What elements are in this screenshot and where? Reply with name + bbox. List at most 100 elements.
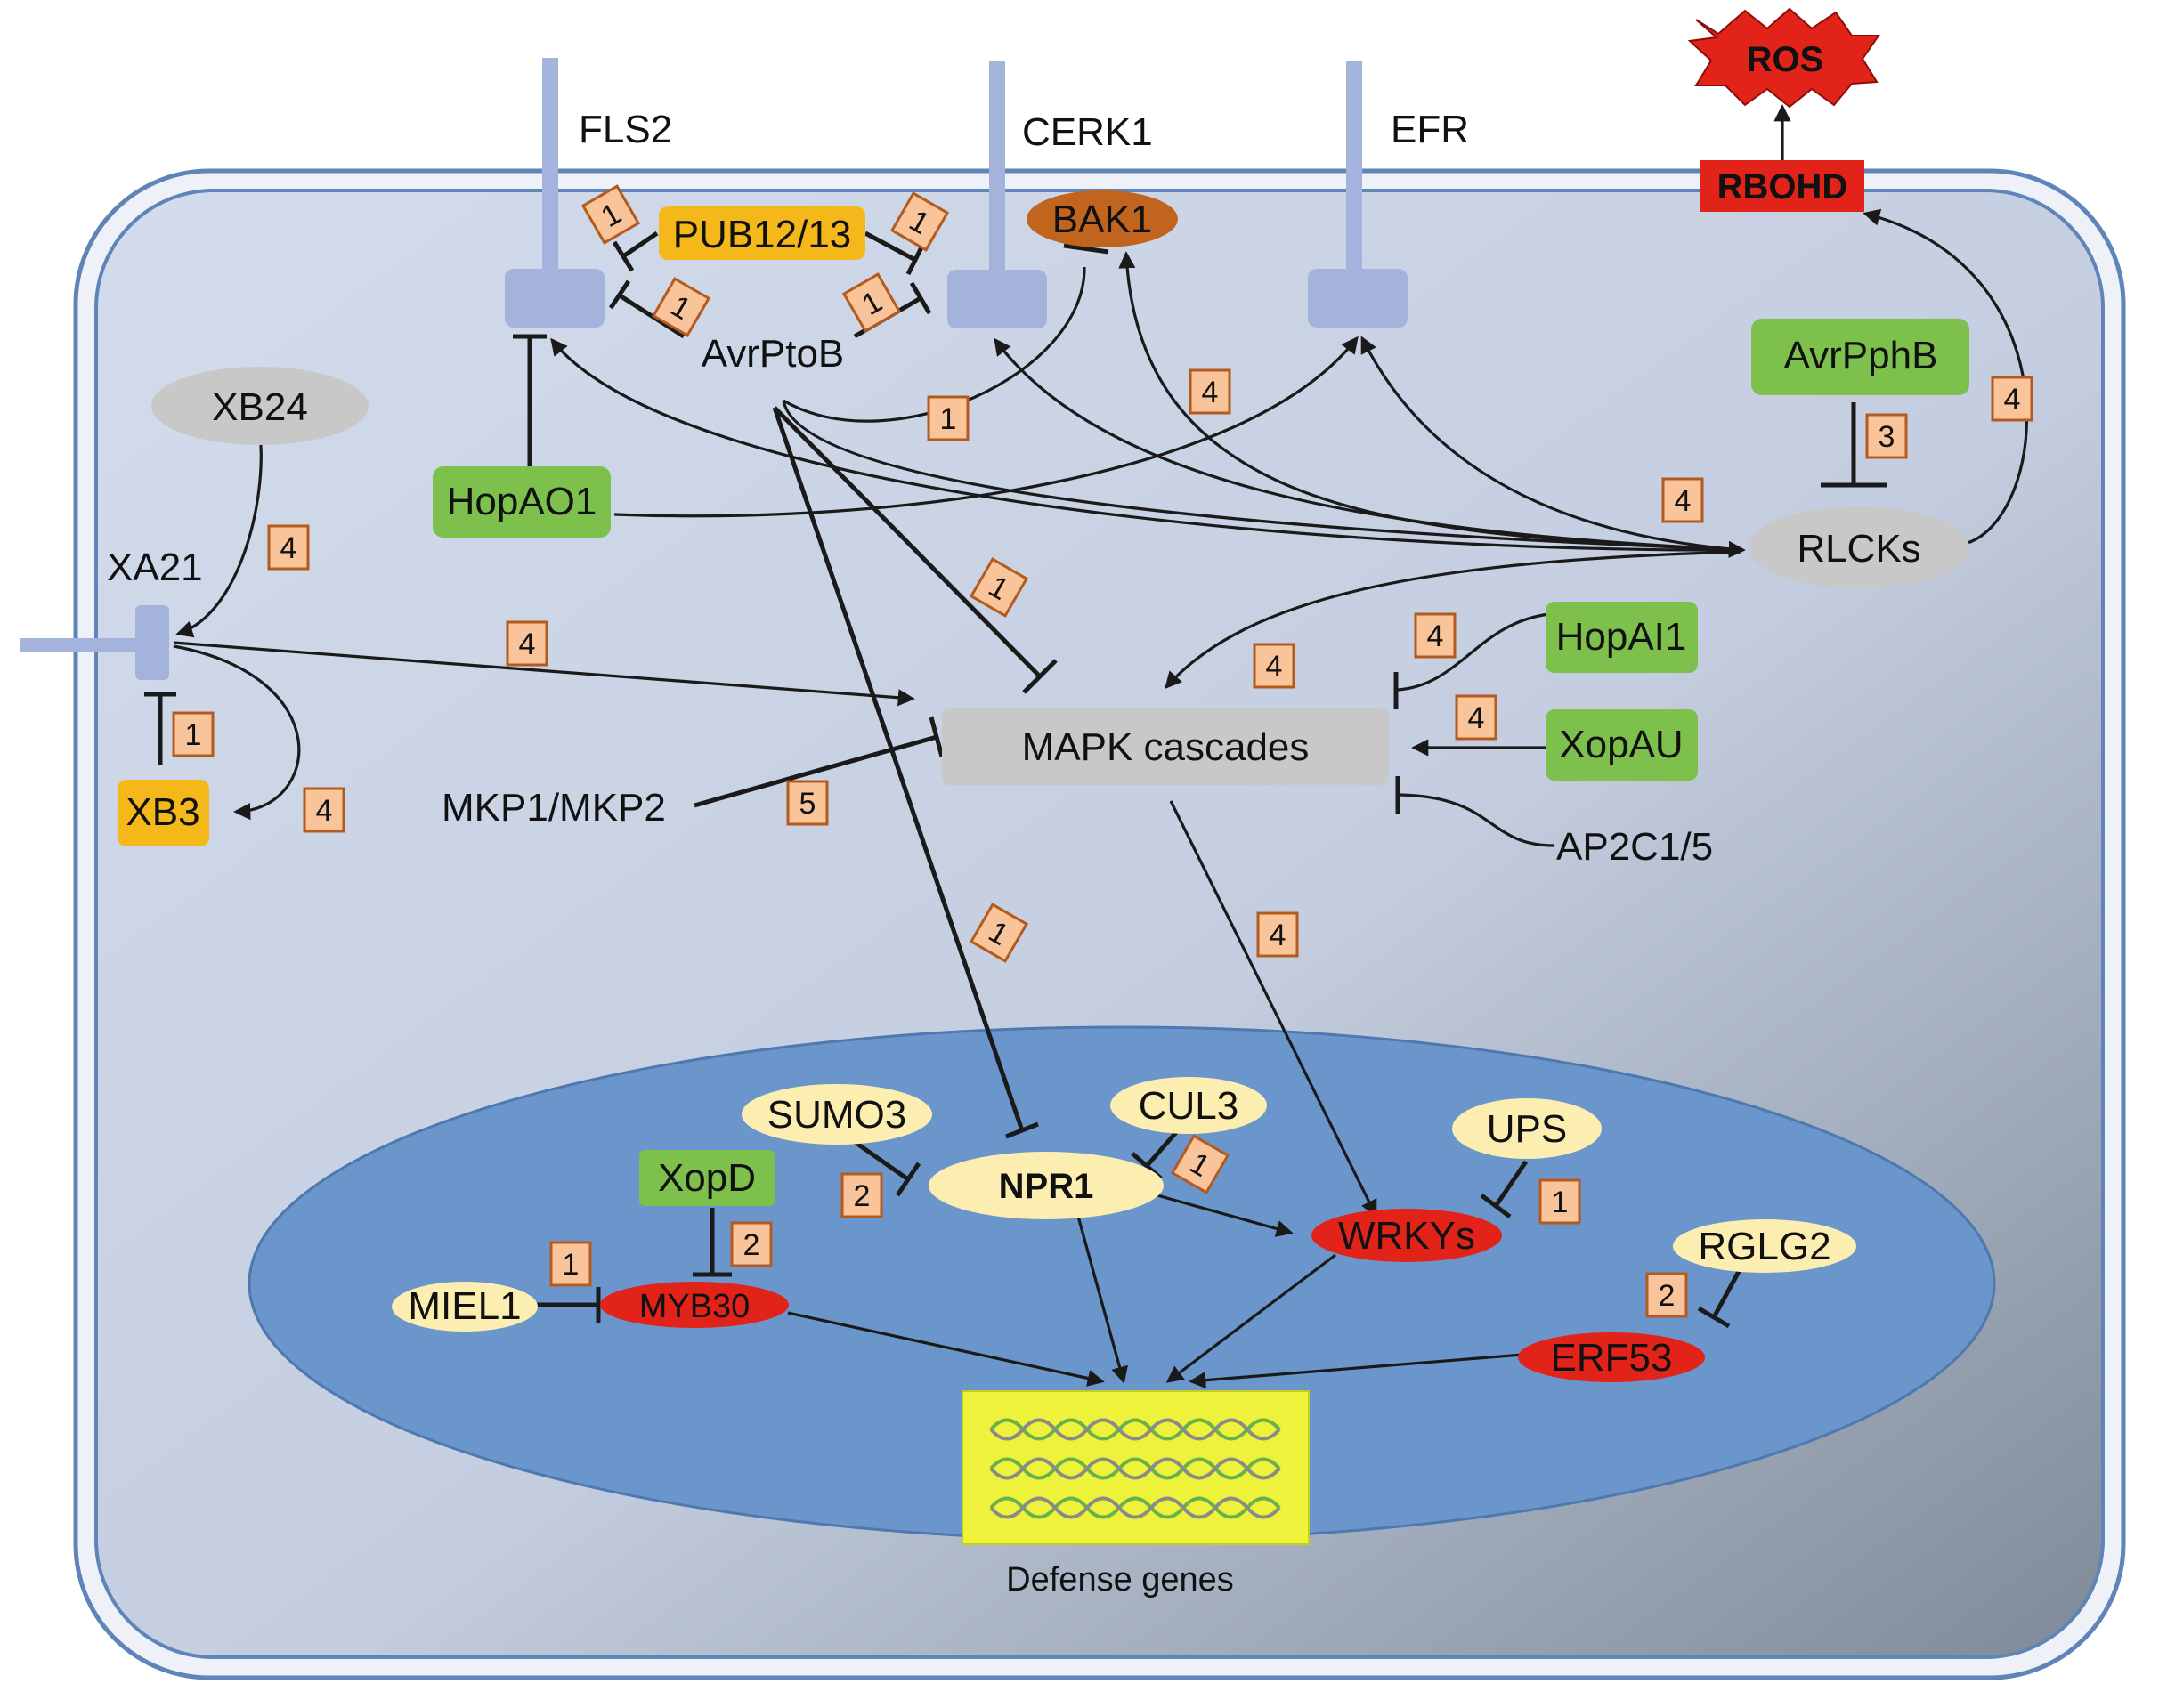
badge-b10: 4 [267, 524, 310, 571]
cerk1-stalk [989, 61, 1005, 292]
erf53-label: ERF53 [1551, 1336, 1673, 1380]
badge-b28: 2 [1645, 1272, 1688, 1318]
rglg2-node [1673, 1219, 1856, 1273]
edge-sumo3-npr1-bar [895, 1162, 921, 1197]
badge-b16: 4 [1455, 694, 1497, 741]
edge-npr1-wrkys [1157, 1194, 1294, 1237]
badge-box [889, 191, 950, 252]
badge-b19: 5 [786, 780, 829, 826]
mapk-node [942, 708, 1389, 785]
ups-label: UPS [1487, 1107, 1567, 1151]
badge-b8: 4 [1991, 376, 2033, 422]
badge-number: 1 [1552, 1186, 1569, 1219]
miel1-label: MIEL1 [408, 1284, 521, 1328]
xa21-stalk [20, 638, 153, 652]
badge-b2: 1 [889, 191, 950, 252]
edge-avrptob-fls2-bar [608, 279, 631, 310]
badge-number: 4 [1270, 919, 1286, 952]
edge-ups-wrkys [1493, 1160, 1529, 1208]
erf53-node [1518, 1332, 1705, 1382]
defense-genes-box [962, 1390, 1310, 1545]
edge-ups-wrkys-bar [1480, 1194, 1512, 1218]
badge-box [927, 395, 970, 441]
xopau-node [1546, 709, 1698, 781]
sumo3-label: SUMO3 [767, 1093, 906, 1137]
badge-number: 1 [563, 1248, 580, 1282]
bak1-label: BAK1 [1052, 198, 1153, 241]
npr1-node [929, 1152, 1164, 1219]
xb24-node [151, 367, 369, 445]
badge-box [1170, 1134, 1230, 1194]
badge-b6: 4 [1189, 368, 1231, 415]
edge-avrptob-rlcks [782, 400, 1746, 558]
badge-number: 5 [799, 787, 816, 821]
edge-mkp-mapk [694, 734, 937, 808]
sumo3-node [742, 1084, 932, 1145]
edge-ap2c-mapk [1399, 793, 1554, 847]
badge-b18: 1 [969, 903, 1029, 963]
hopai1-node [1546, 602, 1698, 673]
xa21-kinase-domain [135, 605, 169, 680]
xb24-label: XB24 [212, 385, 308, 429]
rglg2-label: RGLG2 [1698, 1225, 1830, 1268]
edge-avrptob-fls2 [618, 293, 686, 339]
badge-box [1538, 1178, 1581, 1225]
badge-b5: 1 [927, 395, 970, 441]
badge-box [172, 711, 215, 757]
avrpphb-node [1751, 319, 1969, 395]
badge-b21: 4 [1256, 911, 1299, 958]
efr-stalk [1346, 61, 1362, 292]
avrpphb-label: AvrPphB [1784, 334, 1938, 377]
badge-number: 1 [940, 402, 957, 436]
cerk1-label: CERK1 [1022, 110, 1153, 154]
badge-box [1414, 612, 1457, 659]
badge-number: 4 [1675, 484, 1692, 518]
badge-box [1991, 376, 2033, 422]
fls2-stalk [542, 58, 558, 289]
badge-b23: 2 [840, 1172, 883, 1218]
efr-label: EFR [1391, 108, 1469, 151]
edge-avrptob-mapk-bar [1022, 659, 1058, 694]
xopd-label: XopD [658, 1156, 756, 1200]
badge-b11: 1 [969, 557, 1029, 618]
myb30-node [600, 1282, 789, 1328]
edge-pub-cerk1 [864, 231, 917, 263]
edge-rlcks-mapk [1165, 550, 1741, 690]
badge-box [1256, 911, 1299, 958]
edge-pub-fls2-bar [612, 240, 635, 272]
efr-kinase-domain [1308, 269, 1408, 328]
edge-pub-fls2 [621, 231, 659, 259]
edge-avrptob-npr1-bar [1005, 1121, 1039, 1139]
badge-box [549, 1241, 592, 1287]
edge-rlcks-efr [1360, 336, 1741, 552]
wrkys-label: WRKYs [1338, 1214, 1475, 1258]
badge-box [969, 903, 1029, 963]
hopai1-label: HopAI1 [1556, 615, 1687, 659]
xa21-label: XA21 [107, 546, 203, 589]
fls2-label: FLS2 [579, 108, 672, 151]
rbohd-label: RBOHD [1717, 167, 1848, 206]
badge-b9: 4 [1661, 477, 1704, 523]
badge-number: 4 [1202, 376, 1219, 409]
edge-xa21-xb3 [173, 644, 301, 821]
mapk-label: MAPK cascades [1022, 725, 1310, 769]
badge-number: 4 [2004, 383, 2021, 417]
badge-b15: 4 [1414, 612, 1457, 659]
bak1-node [1027, 190, 1178, 247]
edge-pub-cerk1-bar [905, 244, 925, 276]
pub12-13-label: PUB12/13 [673, 213, 852, 256]
ap2c-label: AP2C1/5 [1556, 825, 1713, 869]
badge-number: 4 [519, 627, 536, 661]
edge-erf53-defense [1189, 1353, 1523, 1389]
edge-avrptob-cerk1-bar [909, 281, 932, 315]
badge-box [580, 184, 641, 245]
badge-number: 4 [1427, 619, 1444, 653]
badge-b14: 4 [1253, 643, 1295, 689]
ups-node [1452, 1098, 1602, 1159]
badge-box [841, 272, 902, 333]
cul3-label: CUL3 [1139, 1084, 1239, 1128]
ros-starburst [1687, 7, 1880, 109]
badge-box [969, 557, 1029, 618]
